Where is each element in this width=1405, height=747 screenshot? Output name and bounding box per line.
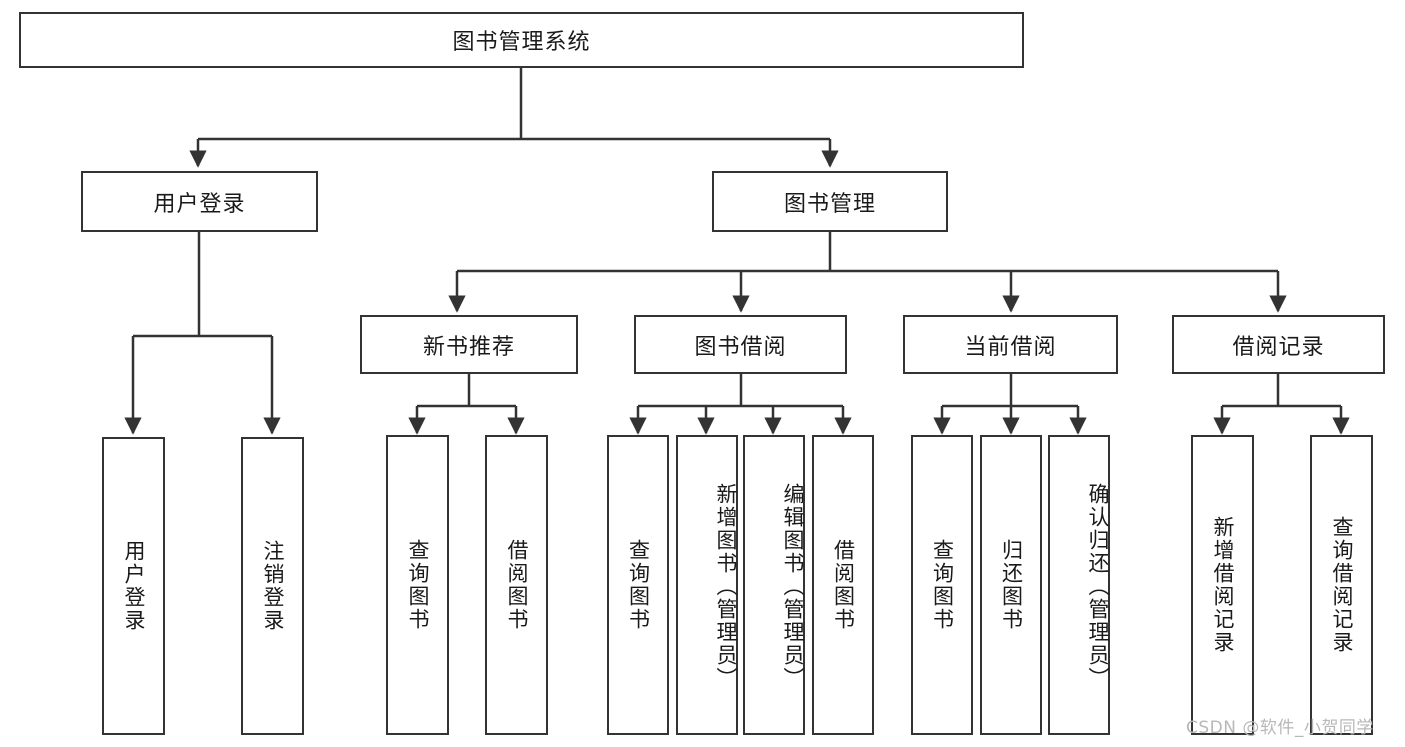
node-label: 借阅图书 [831, 539, 856, 631]
node-label: 查询图书 [626, 539, 651, 631]
node-borrow-record[interactable]: 借阅记录 [1172, 315, 1385, 374]
node-leaf-borrow-book[interactable]: 借阅图书 [812, 435, 874, 735]
node-label: 确认归还（管理员） [1086, 483, 1110, 690]
node-label: 查询图书 [406, 539, 430, 631]
node-leaf-edit-book-admin[interactable]: 编辑图书（管理员） [743, 435, 805, 735]
node-leaf-query-borrow-record[interactable]: 查询借阅记录 [1310, 435, 1373, 735]
node-book-management[interactable]: 图书管理 [712, 171, 948, 232]
node-label: 新增图书（管理员） [714, 483, 738, 690]
node-label: 当前借阅 [964, 334, 1057, 360]
node-label: 归还图书 [999, 539, 1024, 631]
node-label: 查询图书 [930, 539, 955, 631]
node-new-book-recommend[interactable]: 新书推荐 [360, 315, 578, 374]
node-label: 新书推荐 [422, 334, 515, 360]
node-label: 用户登录 [153, 191, 246, 217]
csdn-watermark: CSDN @软件_小贺同学 [1186, 718, 1374, 738]
node-label: 图书借阅 [694, 334, 787, 360]
node-current-borrow[interactable]: 当前借阅 [903, 315, 1118, 374]
node-label: 编辑图书（管理员） [781, 483, 805, 690]
node-leaf-query-book-recommend[interactable]: 查询图书 [386, 435, 449, 735]
node-label: 图书管理 [783, 191, 876, 217]
node-leaf-add-borrow-record[interactable]: 新增借阅记录 [1191, 435, 1254, 735]
node-leaf-add-book-admin[interactable]: 新增图书（管理员） [676, 435, 738, 735]
node-label: 图书管理系统 [452, 30, 591, 55]
node-label: 新增借阅记录 [1211, 516, 1235, 654]
node-leaf-return-book[interactable]: 归还图书 [980, 435, 1042, 735]
node-leaf-borrow-book-recommend[interactable]: 借阅图书 [485, 435, 548, 735]
node-leaf-query-book-borrow[interactable]: 查询图书 [607, 435, 669, 735]
node-label: 用户登录 [122, 540, 146, 632]
node-user-login[interactable]: 用户登录 [81, 171, 318, 232]
node-label: 查询借阅记录 [1330, 516, 1354, 654]
node-book-borrow[interactable]: 图书借阅 [634, 315, 847, 374]
node-leaf-confirm-return-admin[interactable]: 确认归还（管理员） [1048, 435, 1110, 735]
node-root-book-management-system[interactable]: 图书管理系统 [19, 12, 1024, 68]
node-label: 借阅记录 [1232, 334, 1325, 360]
node-leaf-query-book-current[interactable]: 查询图书 [911, 435, 973, 735]
node-label: 借阅图书 [505, 539, 529, 631]
node-leaf-logout[interactable]: 注销登录 [241, 437, 304, 735]
node-label: 注销登录 [261, 540, 285, 632]
node-leaf-user-login[interactable]: 用户登录 [102, 437, 165, 735]
